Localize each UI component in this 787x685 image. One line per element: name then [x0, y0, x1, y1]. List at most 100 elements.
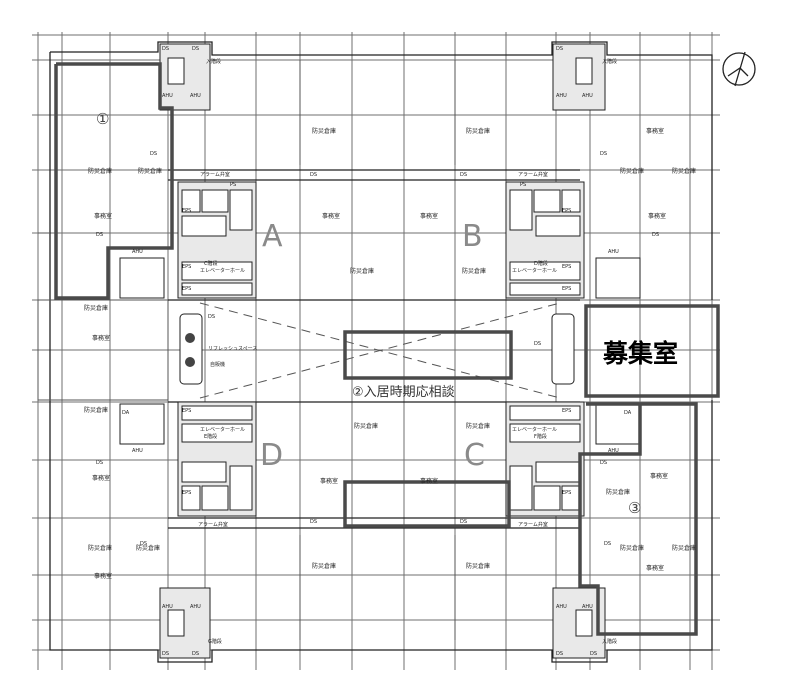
ds-label: DS — [652, 232, 659, 238]
label-office-5: 事務室 — [648, 212, 666, 220]
ahu-label: AHU — [556, 604, 567, 610]
stair-f-label: F階段 — [534, 433, 547, 440]
zone-d-label: D — [260, 438, 283, 473]
recruitment-room-label: 募集室 — [602, 339, 678, 368]
core-upper-right — [505, 181, 641, 299]
label-office-6: 事務室 — [92, 334, 110, 342]
label-disaster-13: 防災倉庫 — [88, 544, 112, 552]
label-disaster-14: 防災倉庫 — [136, 544, 160, 552]
label-office-1: 事務室 — [94, 212, 112, 220]
ds-label: DS — [460, 519, 467, 525]
eps-label: EPS — [182, 490, 191, 496]
ds-label: DS — [310, 519, 317, 525]
ds-label: DS — [590, 651, 597, 657]
elevator-hall-label: エレベーターホール — [200, 426, 245, 433]
label-office-9: 事務室 — [420, 477, 438, 485]
vending-label: 自販機 — [210, 361, 225, 368]
ds-label: DS — [192, 46, 199, 52]
stair-entry-label: 入階段 — [206, 58, 221, 65]
label-disaster-4: 防災倉庫 — [466, 127, 490, 135]
recruitment-room-box — [584, 304, 720, 398]
label-office-10: 事務室 — [94, 572, 112, 580]
label-office-2: 事務室 — [646, 127, 664, 135]
alarm-valve-label: アラーム弁室 — [518, 171, 548, 178]
stair-entry-label: 入階段 — [602, 58, 617, 65]
ds-label: DS — [604, 541, 611, 547]
label-disaster-16: 防災倉庫 — [466, 562, 490, 570]
marker-three: ③ — [628, 499, 641, 517]
ds-label: DS — [96, 460, 103, 466]
rental-areas — [54, 62, 720, 636]
ds-label: DS — [162, 46, 169, 52]
label-office-3: 事務室 — [322, 212, 340, 220]
core-upper-left — [119, 181, 257, 299]
atrium-dashed-lines — [199, 302, 561, 399]
ds-label: DS — [556, 651, 563, 657]
label-disaster-15: 防災倉庫 — [312, 562, 336, 570]
core-lower-right — [505, 401, 641, 517]
room-labels: 防災倉庫 防災倉庫 事務室 防災倉庫 防災倉庫 事務室 事務室 事務室 防災倉庫… — [84, 127, 696, 580]
label-disaster-12: 防災倉庫 — [466, 422, 490, 430]
label-office-4: 事務室 — [420, 212, 438, 220]
stair-entry-label: 入階段 — [602, 638, 617, 645]
ahu-label: AHU — [162, 604, 173, 610]
eps-label: EPS — [562, 490, 571, 496]
ds-label: DS — [96, 232, 103, 238]
elevator-hall-label: エレベーターホール — [512, 267, 557, 274]
eps-label: EPS — [182, 264, 191, 270]
label-disaster-9: 防災倉庫 — [84, 304, 108, 312]
stair-e-label: E階段 — [204, 433, 217, 440]
stair-towers — [159, 43, 606, 659]
ds-label: DS — [534, 341, 541, 347]
label-disaster-7: 防災倉庫 — [620, 167, 644, 175]
north-arrow-icon — [722, 51, 756, 87]
da-label: DA — [122, 410, 130, 416]
label-disaster-17: 防災倉庫 — [620, 544, 644, 552]
ds-label: DS — [310, 172, 317, 178]
zone-a-label: A — [262, 219, 283, 254]
label-disaster-8: 防災倉庫 — [672, 167, 696, 175]
elevator-hall-label: エレベーターホール — [512, 426, 557, 433]
shaft-labels: DS DS DS AHU AHU AHU AHU AHU AHU AHU AHU… — [96, 46, 659, 657]
eps-label: EPS — [562, 264, 571, 270]
label-disaster-11: 防災倉庫 — [354, 422, 378, 430]
da-label: DA — [624, 410, 632, 416]
ahu-label: AHU — [556, 93, 567, 99]
label-disaster-18: 防災倉庫 — [672, 544, 696, 552]
zone-b-label: B — [462, 219, 483, 254]
ds-label: DS — [460, 172, 467, 178]
ds-label: DS — [140, 541, 147, 547]
ds-label: DS — [600, 151, 607, 157]
ahu-label: AHU — [608, 448, 619, 454]
label-disaster-1: 防災倉庫 — [88, 167, 112, 175]
label-disaster-10: 防災倉庫 — [84, 406, 108, 414]
ahu-label: AHU — [190, 604, 201, 610]
lift-pods — [179, 313, 575, 385]
ds-label: DS — [208, 314, 215, 320]
alarm-valve-label: アラーム弁室 — [200, 171, 230, 178]
ps-label: PS — [230, 182, 236, 188]
stair-c-label: C階段 — [204, 260, 218, 267]
consultation-label: ②入居時期応相談 — [352, 384, 455, 400]
label-office-12: 事務室 — [650, 472, 668, 480]
eps-label: EPS — [562, 208, 571, 214]
ds-label: DS — [150, 151, 157, 157]
label-disaster-2: 防災倉庫 — [138, 167, 162, 175]
alarm-valve-label: アラーム弁室 — [518, 521, 548, 528]
label-disaster-19: 防災倉庫 — [606, 488, 630, 496]
label-disaster-3: 防災倉庫 — [312, 127, 336, 135]
label-office-7: 事務室 — [92, 474, 110, 482]
ps-label: PS — [520, 182, 526, 188]
area-markers: ① ③ — [96, 110, 641, 517]
ds-label: DS — [600, 460, 607, 466]
ds-label: DS — [556, 46, 563, 52]
zone-letters: A B D C — [260, 219, 485, 473]
core-lower-left — [119, 401, 257, 517]
ahu-label: AHU — [190, 93, 201, 99]
label-disaster-6: 防災倉庫 — [462, 267, 486, 275]
ahu-label: AHU — [162, 93, 173, 99]
alarm-valve-label: アラーム弁室 — [198, 521, 228, 528]
eps-label: EPS — [182, 208, 191, 214]
eps-label: EPS — [562, 286, 571, 292]
